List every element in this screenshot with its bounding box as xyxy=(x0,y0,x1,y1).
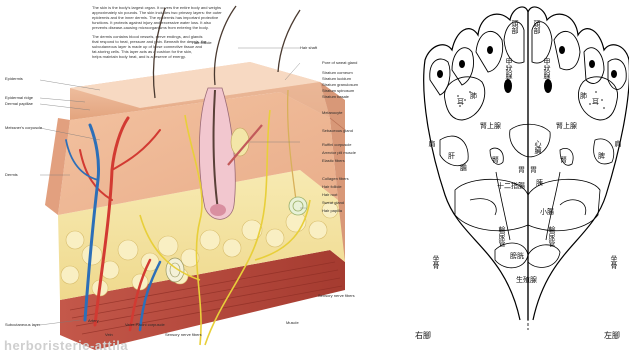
label-pacini-corpuscle: Vater-Pacini corpuscle xyxy=(125,322,165,327)
label-sciatic-right: 坐骨 xyxy=(432,254,440,269)
skin-diagram: The skin is the body's largest organ. It… xyxy=(0,0,400,355)
label-lung-right: 肺 xyxy=(470,92,477,100)
label-artery: Artery xyxy=(88,318,99,323)
label-dermis: Dermis xyxy=(5,172,18,177)
skin-cross-section-panel: The skin is the body's largest organ. It… xyxy=(0,0,400,355)
label-gallbladder: 膽 xyxy=(460,163,467,172)
label-sensory-nerve-right: Sensory nerve fibers xyxy=(318,293,355,298)
watermark-text: herboristerie-attila xyxy=(4,338,128,353)
label-vein: Vein xyxy=(105,332,113,337)
organ-zones xyxy=(440,124,614,268)
label-stomach-right: 胃 xyxy=(518,166,525,174)
label-subcutaneous-layer: Subcutaneous layer xyxy=(5,322,41,327)
label-hair-papilla: Hair papilla xyxy=(322,208,343,213)
hair-papilla xyxy=(210,204,226,216)
label-adrenal-right: 腎上腺 xyxy=(480,121,501,130)
label-sensory-nerve-left: Sensory nerve fibers xyxy=(165,332,202,337)
label-head-right: 頭部 xyxy=(511,20,519,35)
label-small-intestine: 小腸 xyxy=(540,207,554,216)
label-sweat-pore: Pore of sweat gland xyxy=(322,60,357,65)
label-kidney-left: 腎 xyxy=(560,155,567,164)
label-epidermis: Epidermis xyxy=(5,76,23,81)
label-sciatic-left: 坐骨 xyxy=(610,254,618,269)
label-shoulder-right: 肩 xyxy=(428,139,436,148)
label-meissners-corpuscle: Meissner's corpuscle xyxy=(5,125,43,130)
label-gonads: 生殖腺 xyxy=(516,275,537,284)
label-stratum-corneum: Stratum corneum xyxy=(322,70,353,75)
label-hair-follicle-right: Hair follicle xyxy=(322,184,342,189)
label-hair-shaft: Hair shaft xyxy=(300,45,318,50)
foot-reflexology-panel: 頭部 頭部 甲狀腺 甲狀腺 耳 耳 肺 肺 肩 肩 心臟 腎上腺 腎上腺 胃 胃… xyxy=(405,0,629,355)
label-bladder: 膀胱 xyxy=(510,251,524,260)
label-liver: 肝 xyxy=(448,152,455,160)
foot-labels: 頭部 頭部 甲狀腺 甲狀腺 耳 耳 肺 肺 肩 肩 心臟 腎上腺 腎上腺 胃 胃… xyxy=(415,20,622,340)
label-hair-root: Hair root xyxy=(322,192,338,197)
intro-line: helps maintain body heat, and is a reser… xyxy=(92,54,186,59)
label-ear-left: 耳 xyxy=(592,98,599,106)
label-stratum-basale: Stratum basale xyxy=(322,94,350,99)
label-melanocyte: Melanocyte xyxy=(322,110,343,115)
label-ear-right: 耳 xyxy=(457,98,464,106)
label-stratum-lucidum: Stratum lucidum xyxy=(322,76,352,81)
intro-line: prevents disease-causing microorganisms … xyxy=(92,25,209,30)
foot-outlines xyxy=(424,7,629,320)
label-hair-follicle-top: Hair follicle xyxy=(192,40,212,45)
skin-intro-text: The skin is the body's largest organ. It… xyxy=(92,5,222,59)
label-epidermal-ridge: Epidermal ridge xyxy=(5,95,34,100)
label-stratum-spinosum: Stratum spinosum xyxy=(322,88,355,93)
label-elastic-fibers: Elastic fibers xyxy=(322,158,345,163)
label-ureter-right: 輸尿管 xyxy=(498,225,506,248)
label-head-left: 頭部 xyxy=(533,20,541,35)
label-duodenum: 十二指腸 xyxy=(497,181,525,190)
label-dermal-papillae: Dermal papillae xyxy=(5,101,34,106)
label-pancreas: 胰 xyxy=(536,178,543,187)
toe-reflex-dots xyxy=(437,46,617,78)
label-left-foot: 左腳 xyxy=(604,330,620,340)
label-stratum-granulosum: Stratum granulosum xyxy=(322,82,359,87)
thyroid-zone-left xyxy=(544,79,552,93)
label-heart: 心臟 xyxy=(534,140,542,155)
label-kidney-right: 腎 xyxy=(492,155,499,164)
foot-reflexology-map: 頭部 頭部 甲狀腺 甲狀腺 耳 耳 肺 肺 肩 肩 心臟 腎上腺 腎上腺 胃 胃… xyxy=(405,0,629,355)
label-adrenal-left: 腎上腺 xyxy=(556,121,577,130)
label-muscle: Muscle xyxy=(286,320,299,325)
label-ureter-left: 輸尿管 xyxy=(548,225,556,248)
label-sweat-gland: Sweat gland xyxy=(322,200,344,205)
label-ruffini-corpuscle: Ruffini corpuscle xyxy=(322,142,352,147)
label-thyroid-left: 甲狀腺 xyxy=(543,58,551,80)
label-arrector-pili: Arrector pili muscle xyxy=(322,150,357,155)
label-lung-left: 肺 xyxy=(580,92,587,100)
label-thyroid-right: 甲狀腺 xyxy=(505,58,513,80)
label-shoulder-left: 肩 xyxy=(614,139,622,148)
label-right-foot: 右腳 xyxy=(415,330,431,340)
label-sebaceous-gland: Sebaceous gland xyxy=(322,128,353,133)
label-collagen-fibers: Collagen fibers xyxy=(322,176,349,181)
thyroid-zone-right xyxy=(504,79,512,93)
label-spleen: 脾 xyxy=(598,151,605,160)
label-stomach-left: 胃 xyxy=(530,166,537,174)
